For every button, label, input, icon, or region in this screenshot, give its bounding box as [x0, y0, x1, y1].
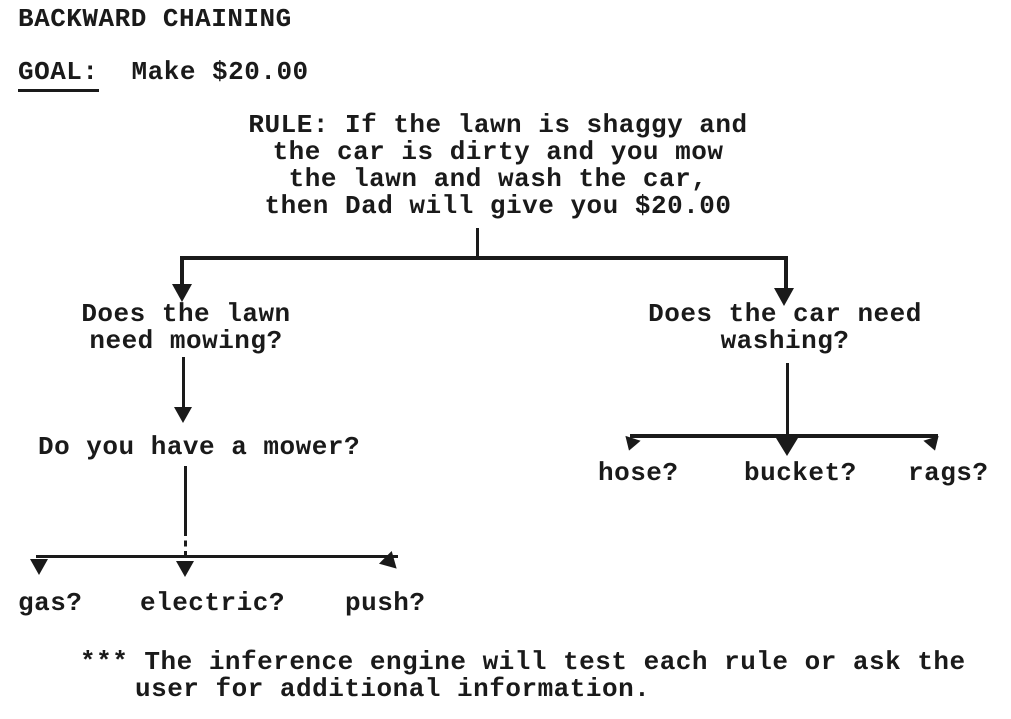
arrowhead-left-branch-icon	[172, 284, 192, 302]
page-title: BACKWARD CHAINING	[18, 4, 292, 34]
option-rags: rags?	[908, 458, 989, 488]
arrowhead-electric-icon	[176, 561, 194, 577]
option-hose: hose?	[598, 458, 679, 488]
question-lawn: Does the lawn need mowing?	[81, 299, 291, 356]
rule-text: RULE: If the lawn is shaggy and the car …	[248, 110, 748, 221]
goal-line: GOAL: Make $20.00	[18, 57, 309, 92]
option-gas: gas?	[18, 588, 83, 618]
connector-left-drop	[180, 256, 184, 286]
connector-mower-drop-solid	[184, 466, 187, 530]
option-bucket: bucket?	[744, 458, 857, 488]
connector-car-drop	[786, 363, 789, 437]
connector-wash-options	[630, 434, 938, 438]
arrowhead-mower-icon	[174, 407, 192, 423]
connector-mower-drop-dashed	[184, 530, 187, 557]
footnote-line1: *** The inference engine will test each …	[80, 647, 966, 677]
connector-rule-stub	[476, 228, 479, 258]
connector-mower-options	[36, 555, 398, 558]
question-car: Does the car need washing?	[648, 299, 922, 356]
footnote-line2: user for additional information.	[135, 674, 651, 704]
arrowhead-bucket-icon	[776, 438, 798, 456]
goal-label: GOAL:	[18, 57, 99, 92]
arrowhead-right-branch-icon	[774, 288, 794, 306]
option-electric: electric?	[140, 588, 285, 618]
arrowhead-gas-icon	[30, 559, 48, 575]
question-mower: Do you have a mower?	[38, 432, 361, 462]
goal-value: Make $20.00	[131, 57, 309, 87]
arrowhead-hose-icon	[621, 435, 641, 454]
connector-right-drop	[784, 256, 788, 290]
connector-lawn-to-mower	[182, 357, 185, 409]
arrowhead-rags-icon	[923, 435, 943, 454]
connector-main-branch	[182, 256, 788, 260]
option-push: push?	[345, 588, 426, 618]
